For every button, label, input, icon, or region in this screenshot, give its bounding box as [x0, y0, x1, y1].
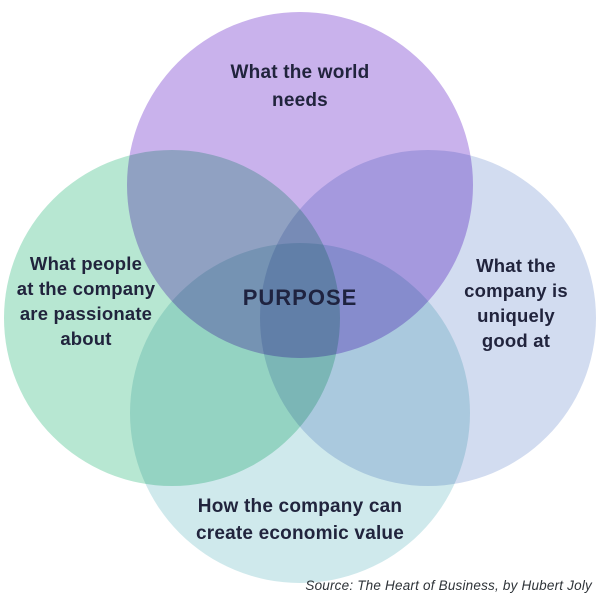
- label-line: at the company: [16, 278, 156, 299]
- label-line: What people: [29, 253, 143, 274]
- label-create-economic-value: How the company can create economic valu…: [150, 493, 450, 547]
- label-line: create economic value: [195, 523, 405, 544]
- label-what-the-world-needs: What the world needs: [150, 59, 450, 115]
- circle-create-economic-value: [130, 243, 470, 583]
- label-line: What the: [476, 255, 556, 276]
- label-line: What the world: [230, 62, 370, 83]
- label-line: good at: [481, 330, 551, 351]
- label-company-uniquely-good-at: What the company is uniquely good at: [430, 253, 600, 353]
- label-line: uniquely: [477, 305, 555, 326]
- center-label-purpose: PURPOSE: [242, 285, 358, 310]
- label-line: How the company can: [197, 496, 403, 517]
- label-line: needs: [272, 90, 328, 111]
- label-people-passionate-about: What people at the company are passionat…: [0, 251, 172, 351]
- source-attribution: Source: The Heart of Business, by Hubert…: [305, 578, 592, 593]
- label-line: company is: [464, 280, 568, 301]
- label-line: about: [60, 328, 112, 349]
- label-line: are passionate: [19, 303, 153, 324]
